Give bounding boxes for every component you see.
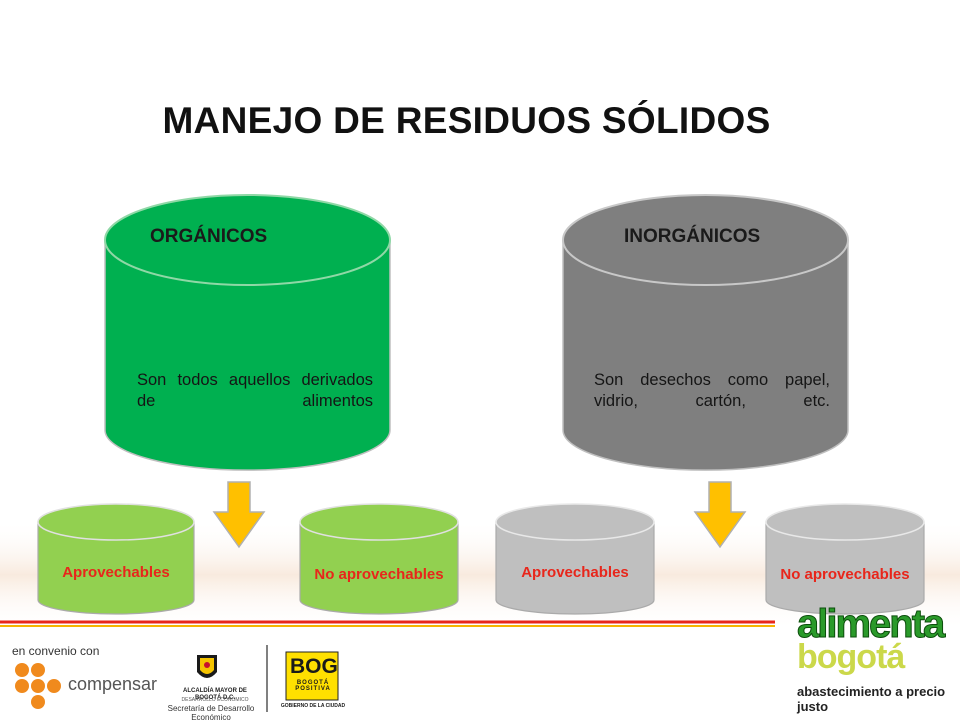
down-arrow-icon: [693, 481, 747, 549]
organicos-aprovechables-label: Aprovechables: [62, 563, 170, 581]
tagline-text: abastecimiento a precio justo: [797, 684, 946, 714]
cylinder-inorganicos: [562, 194, 849, 471]
small-cylinder-inorganicos-no-aprovechables: [765, 503, 925, 615]
inorganicos-description: Son desechos como papel, vidrio, cartón,…: [594, 371, 830, 410]
organicos-no-aprovechables-label: No aprovechables: [314, 565, 444, 583]
bog-sub-text: BOGOTÁ POSITIVA: [295, 680, 331, 692]
bog-logo-box: [285, 651, 339, 701]
small-cylinder-organicos-aprovechables: [37, 503, 195, 615]
secretaria-text: Secretaría de Desarrollo Económico: [167, 704, 255, 722]
page-title: MANEJO DE RESIDUOS SÓLIDOS: [162, 100, 771, 141]
alimenta-logo-text: alimenta: [796, 602, 945, 647]
inorganicos-aprovechables-label: Aprovechables: [521, 563, 629, 581]
organicos-label: ORGÁNICOS: [150, 226, 268, 247]
bogota-shield-icon: [197, 655, 217, 678]
bogota-logo-text: bogotá: [797, 638, 905, 676]
bog-logo-text: BOG: [290, 655, 338, 678]
bog-caption-text: GOBIERNO DE LA CIUDAD: [280, 703, 346, 709]
compensar-logo-icon: [15, 663, 61, 709]
agreement-text: en convenio con: [12, 644, 100, 658]
inorganicos-label: INORGÁNICOS: [624, 226, 761, 247]
inorganicos-no-aprovechables-label: No aprovechables: [780, 565, 910, 583]
organicos-description: Son todos aquellos derivados de alimento…: [137, 371, 373, 410]
down-arrow-icon: [212, 481, 266, 549]
alcaldia-text: ALCALDÍA MAYOR DE BOGOTÁ D.C.: [183, 688, 247, 701]
compensar-text: compensar: [68, 674, 158, 694]
small-cylinder-inorganicos-aprovechables: [495, 503, 655, 615]
small-cylinder-organicos-no-aprovechables: [299, 503, 459, 615]
alcaldia-sub-text: DESARROLLO ECONÓMICO: [181, 697, 249, 703]
cylinder-organicos: [104, 194, 391, 471]
